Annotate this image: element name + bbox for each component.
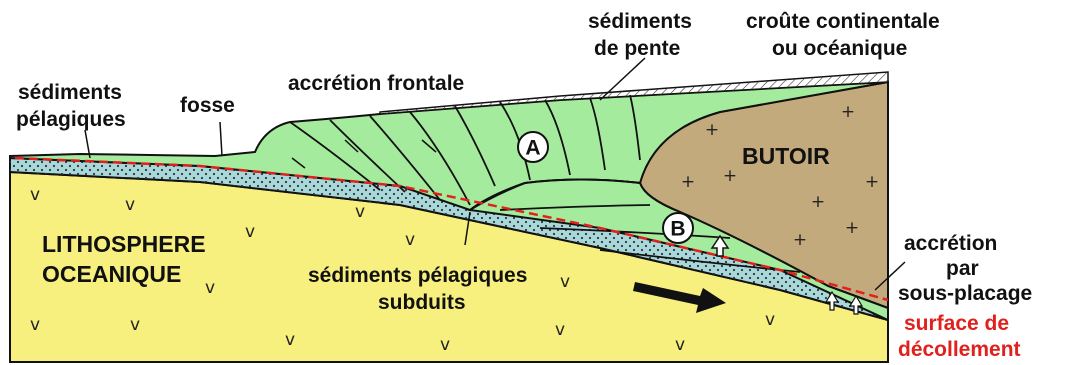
svg-text:v: v [30, 315, 40, 335]
svg-text:+: + [681, 172, 695, 192]
svg-text:v: v [675, 335, 685, 355]
svg-text:+: + [793, 230, 807, 250]
svg-text:v: v [765, 310, 775, 330]
svg-text:v: v [125, 195, 135, 215]
sous-placage-label-2: par [946, 257, 979, 280]
svg-text:v: v [130, 315, 140, 335]
svg-text:+: + [865, 172, 879, 192]
subduits-label-1: sédiments pélagiques [308, 264, 527, 287]
svg-text:v: v [560, 272, 570, 292]
decollement-label-1: surface de [904, 312, 1009, 335]
sous-placage-label-3: sous-placage [898, 282, 1032, 305]
croute-label-2: ou océanique [772, 37, 907, 60]
sediments-de-pente-label-2: de pente [594, 37, 680, 60]
svg-text:v: v [440, 335, 450, 355]
lithosphere-label-1: LITHOSPHERE [42, 231, 206, 257]
sous-placage-label-1: accrétion [904, 232, 997, 255]
svg-text:v: v [245, 222, 255, 242]
svg-text:+: + [841, 102, 855, 122]
croute-label-1: croûte continentale [746, 10, 940, 33]
sediments-pelagiques-label-1: sédiments [18, 81, 122, 104]
svg-text:+: + [845, 218, 859, 238]
svg-text:+: + [705, 120, 719, 140]
sediments-pelagiques-label-2: pélagiques [16, 108, 126, 131]
svg-text:+: + [723, 166, 737, 186]
zone-b-label: B [670, 218, 685, 241]
sediments-de-pente-label-1: sédiments [588, 10, 692, 33]
svg-text:v: v [30, 185, 40, 205]
svg-text:v: v [555, 320, 565, 340]
svg-text:+: + [811, 192, 825, 212]
decollement-label-2: décollement [898, 338, 1021, 361]
svg-text:v: v [405, 230, 415, 250]
accretion-frontale-label: accrétion frontale [288, 72, 464, 95]
subduits-label-2: subduits [378, 291, 466, 314]
svg-text:v: v [285, 330, 295, 350]
lithosphere-label-2: OCEANIQUE [42, 261, 181, 287]
fosse-label: fosse [180, 94, 235, 117]
zone-a-label: A [525, 137, 540, 160]
svg-text:v: v [355, 202, 365, 222]
svg-text:v: v [205, 278, 215, 298]
butoir-label: BUTOIR [742, 143, 830, 169]
